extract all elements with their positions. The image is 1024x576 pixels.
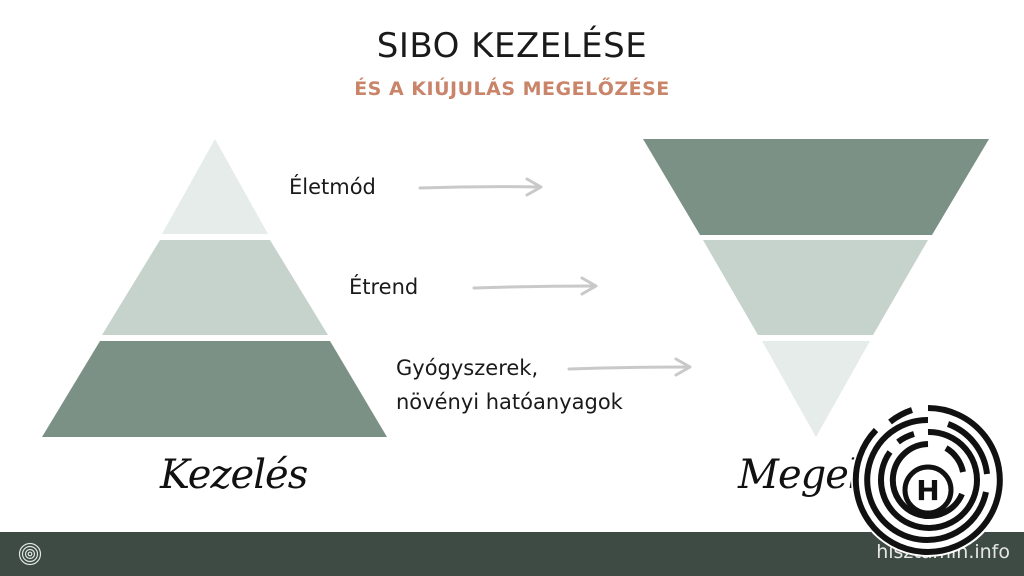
treatment-caption: Kezelés [160,452,308,498]
level-label-diet-text: Étrend [349,275,419,299]
page-subtitle: ÉS A KIÚJULÁS MEGELŐZÉSE [354,78,670,100]
level-label-lifestyle: Életmód [289,170,376,204]
pyramid-bottom-level [42,341,387,437]
page-title: SIBO KEZELÉSE [376,26,648,66]
inverted-bottom-level [762,341,870,437]
arrow-diet [472,276,598,296]
level-label-lifestyle-text: Életmód [289,175,376,199]
level-label-medication-line1: Gyógyszerek, [396,356,539,380]
inverted-middle-level [703,240,928,335]
pyramid-middle-level [102,240,328,335]
arrow-medication [567,357,692,377]
arrow-lifestyle [418,177,543,197]
level-label-diet: Étrend [349,270,418,304]
level-label-medication: Gyógyszerek, növényi hatóanyagok [396,351,623,419]
logo-letter: H [916,474,939,507]
pyramid-top-level [162,139,268,234]
fingerprint-icon [18,542,42,566]
labyrinth-logo: H [851,403,1005,557]
footer-bar: hisztamin.info [0,532,1024,576]
level-label-medication-line2: növényi hatóanyagok [396,390,623,414]
inverted-top-level [643,139,989,235]
